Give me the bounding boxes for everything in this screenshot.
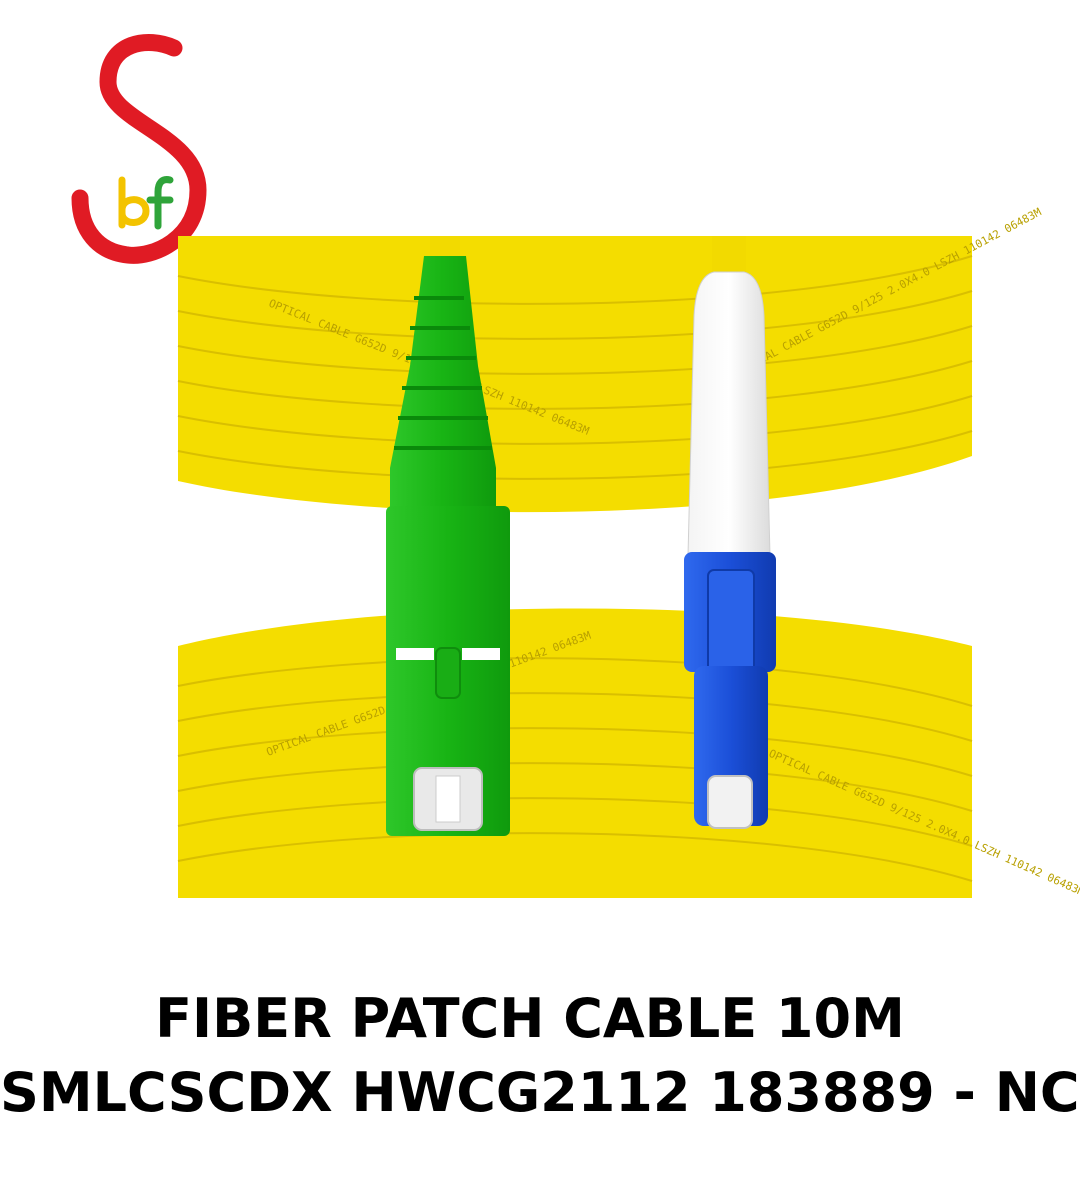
logo-f-letter [146,176,174,230]
sc-key-mark-right [462,648,500,660]
sc-key-mark-left [396,648,434,660]
upper-cable-coil [177,255,973,480]
lc-connector [684,271,776,829]
logo-s-shape [71,34,207,264]
product-photo: OPTICAL CABLE G652D 9/125 2.0X4.0 LSZH 1… [177,205,1080,899]
lower-cable-coil [177,657,973,882]
lc-ferrule [707,775,753,829]
sc-connector [386,256,510,836]
lc-white-boot [687,271,771,557]
product-title-line-2: SMLCSCDX HWCG2112 183889 - NC [0,1061,1080,1124]
product-title: FIBER PATCH CABLE 10M SMLCSCDX HWCG2112 … [0,982,1080,1130]
lc-cable-lead [712,236,746,276]
logo-b-letter [118,176,150,229]
product-title-line-1: FIBER PATCH CABLE 10M [155,987,905,1050]
brand-logo [71,34,207,264]
